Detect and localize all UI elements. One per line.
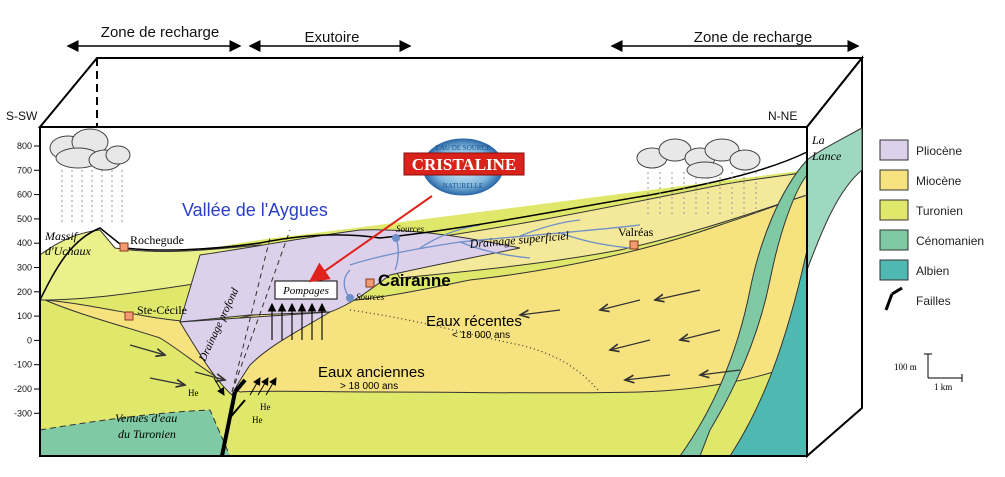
orientation-left: S-SW bbox=[6, 109, 38, 123]
cloud-right-icon bbox=[636, 138, 761, 215]
ste-cecile-label: Ste-Cécile bbox=[137, 303, 187, 317]
pompages-box bbox=[274, 280, 338, 300]
source-bottom-marker bbox=[346, 294, 354, 302]
source-top-marker bbox=[392, 234, 400, 242]
legend: PliocèneMiocèneTuronienCénomanienAlbienF… bbox=[879, 139, 984, 311]
logo-brand-text: CRISTALINE bbox=[412, 155, 517, 174]
elevation-tick-label: 500 bbox=[17, 214, 32, 224]
cloud-left-icon bbox=[49, 128, 131, 225]
legend-label: Miocène bbox=[916, 174, 962, 188]
massif-label-2: d'Uchaux bbox=[45, 244, 92, 258]
front-face bbox=[39, 126, 808, 457]
fault-main bbox=[220, 391, 237, 457]
pompages-label: Pompages bbox=[282, 285, 329, 297]
zone-headers: Zone de recharge Exutoire Zone de rechar… bbox=[66, 24, 860, 52]
block-top-face bbox=[37, 57, 865, 128]
groundwater-flow-arrows bbox=[129, 289, 741, 385]
scale-horizontal-label: 1 km bbox=[934, 382, 952, 392]
eaux-recentes-age: < 18 000 ans bbox=[452, 330, 510, 341]
elevation-axis: 800 700 600 500 400 300 200 100 0 -100 -200 -300 bbox=[14, 141, 40, 418]
eaux-anciennes-age: > 18 000 ans bbox=[340, 381, 398, 392]
legend-swatch bbox=[879, 139, 909, 161]
scale-vertical-label: 100 m bbox=[894, 362, 917, 372]
legend-label: Failles bbox=[916, 294, 951, 308]
logo-top-text: EAU DE SOURCE bbox=[436, 144, 491, 152]
legend-label: Albien bbox=[916, 264, 949, 278]
eaux-recentes-label: Eaux récentes bbox=[426, 313, 522, 330]
he-label-2: He bbox=[260, 402, 271, 412]
la-lance-label-1: La bbox=[811, 133, 825, 147]
elevation-tick-label: 800 bbox=[17, 141, 32, 151]
elevation-tick-label: 200 bbox=[17, 287, 32, 297]
he-label-3: He bbox=[252, 415, 263, 425]
right-face-cenomanien bbox=[806, 127, 863, 271]
rochegude-label: Rochegude bbox=[130, 233, 184, 247]
legend-swatch bbox=[879, 199, 909, 221]
place-labels: Massif d'Uchaux Rochegude Ste-Cécile La … bbox=[44, 133, 842, 321]
elevation-tick-label: 400 bbox=[17, 238, 32, 248]
rochegude-marker bbox=[119, 242, 129, 252]
layer-albien bbox=[729, 249, 808, 457]
eaux-anciennes-label: Eaux anciennes bbox=[318, 364, 425, 381]
zone-right-label: Zone de recharge bbox=[694, 29, 812, 46]
sources-bottom-label: Sources bbox=[356, 292, 385, 302]
he-label-1: He bbox=[188, 388, 199, 398]
elevation-tick-label: 300 bbox=[17, 263, 32, 273]
elevation-tick-label: 100 bbox=[17, 311, 32, 321]
elevation-tick-label: 0 bbox=[27, 335, 32, 345]
venues-label-1: Venues d'eau bbox=[115, 411, 177, 425]
legend-swatch bbox=[879, 259, 909, 281]
ste-cecile-marker bbox=[124, 311, 134, 321]
scale-bar: 100 m 1 km bbox=[894, 353, 963, 392]
venues-label-2: du Turonien bbox=[118, 427, 176, 441]
legend-fault-icon bbox=[884, 286, 903, 311]
legend-swatch bbox=[879, 229, 909, 251]
legend-label: Cénomanien bbox=[916, 234, 984, 248]
sources-top-label: Sources bbox=[396, 224, 425, 234]
legend-label: Turonien bbox=[916, 204, 963, 218]
elevation-tick-label: -100 bbox=[14, 360, 32, 370]
block-right-face bbox=[806, 55, 863, 459]
pumping-arrows bbox=[267, 302, 327, 340]
elevation-tick-label: 600 bbox=[17, 190, 32, 200]
elevation-tick-label: 700 bbox=[17, 165, 32, 175]
massif-label-1: Massif bbox=[44, 229, 79, 243]
cairanne-marker bbox=[365, 278, 375, 288]
vallee-label: Vallée de l'Aygues bbox=[182, 200, 328, 220]
valreas-marker bbox=[629, 240, 639, 250]
he-arrows bbox=[213, 377, 277, 396]
orientation-right: N-NE bbox=[768, 109, 797, 123]
zone-center-label: Exutoire bbox=[304, 29, 359, 46]
cristaline-logo: EAU DE SOURCE CRISTALINE NATURELLE bbox=[403, 138, 525, 196]
la-lance-label-2: Lance bbox=[811, 149, 842, 163]
logo-pointer-arrow bbox=[308, 195, 433, 283]
zone-left-label: Zone de recharge bbox=[101, 24, 219, 41]
legend-label: Pliocène bbox=[916, 144, 962, 158]
cairanne-label: Cairanne bbox=[378, 271, 451, 290]
logo-bottom-text: NATURELLE bbox=[443, 182, 483, 190]
legend-swatch bbox=[879, 169, 909, 191]
elevation-tick-label: -300 bbox=[14, 408, 32, 418]
elevation-tick-label: -200 bbox=[14, 384, 32, 394]
valreas-label: Valréas bbox=[618, 225, 654, 239]
